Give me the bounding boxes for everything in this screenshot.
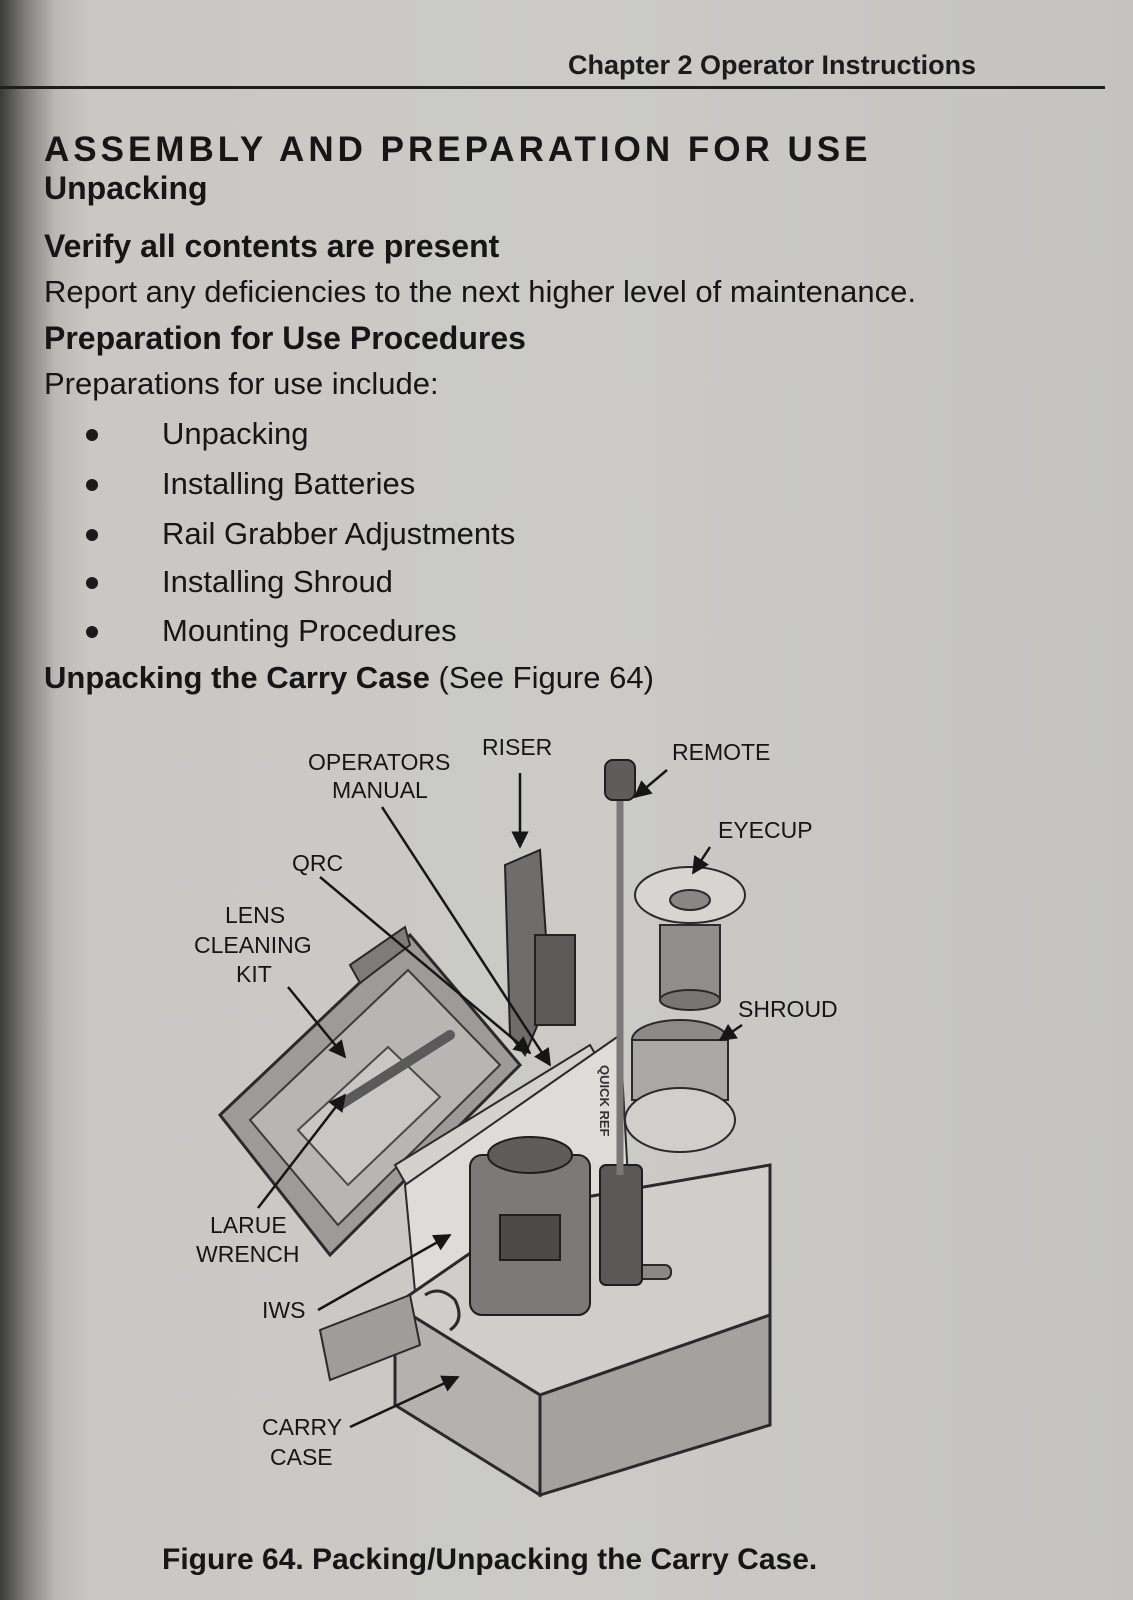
shroud-arrow — [718, 1023, 743, 1042]
list-item: Mounting Procedures — [162, 613, 457, 648]
lens-kit-label-3: KIT — [236, 961, 272, 987]
eyecup-part — [634, 866, 746, 1011]
report-text: Report any deficiencies to the next high… — [44, 274, 916, 309]
eyecup-label: EYECUP — [718, 817, 813, 843]
riser-part — [503, 848, 576, 1057]
lens-kit-arrow — [287, 986, 347, 1059]
carry-case-label-1: CARRY — [262, 1414, 342, 1440]
carry-case-heading: Unpacking the Carry Case — [44, 660, 430, 695]
bullet-dot — [86, 529, 98, 541]
section-title: ASSEMBLY AND PREPARATION FOR USE — [44, 130, 872, 169]
qrc-card-text: QUICK REF — [597, 1065, 612, 1137]
intro-text: Preparations for use include: — [44, 366, 439, 401]
operators-manual-label-1: OPERATORS — [308, 749, 450, 775]
bullet-dot — [86, 429, 98, 441]
lens-kit-label-2: CLEANING — [194, 932, 312, 958]
remote-label: REMOTE — [672, 739, 770, 765]
header-rule — [0, 86, 1105, 89]
leader-arrows — [257, 769, 743, 1429]
shroud-part — [624, 1019, 736, 1153]
carry-case-label-2: CASE — [270, 1444, 333, 1470]
case-lid — [217, 925, 523, 1258]
bullet-dot — [86, 626, 98, 638]
remote-arrow — [633, 769, 668, 799]
lens-kit-flap — [318, 1289, 461, 1382]
operators-manual-label-2: MANUAL — [332, 777, 428, 803]
larue-wrench-arrow — [257, 1093, 347, 1209]
remote-cable — [604, 759, 636, 1175]
carry-case-diagram: QUICK REF — [194, 735, 838, 1498]
carry-case-heading-line: Unpacking the Carry Case (See Figure 64) — [44, 660, 654, 696]
procedures-heading: Preparation for Use Procedures — [44, 320, 526, 356]
list-item: Installing Shroud — [162, 564, 393, 599]
carry-case-arrow — [349, 1375, 460, 1429]
larue-wrench-label-2: WRENCH — [196, 1241, 300, 1267]
larue-wrench-label-1: LARUE — [210, 1212, 287, 1238]
shroud-label: SHROUD — [738, 996, 838, 1022]
lens-kit-label-1: LENS — [225, 902, 285, 928]
qrc-arrow — [319, 876, 532, 1055]
qrc-label: QRC — [292, 850, 343, 876]
manual-arrow — [380, 806, 552, 1067]
list-item: Rail Grabber Adjustments — [162, 516, 516, 551]
bullet-dot — [86, 479, 98, 491]
eyecup-arrow — [691, 846, 712, 875]
list-item: Installing Batteries — [162, 466, 416, 501]
figure-reference: (See Figure 64) — [429, 660, 654, 695]
bullet-dot — [86, 577, 98, 589]
section-subtitle: Unpacking — [44, 170, 208, 206]
verify-heading: Verify all contents are present — [44, 228, 500, 264]
chapter-header: Chapter 2 Operator Instructions — [568, 50, 977, 80]
figure-caption: Figure 64. Packing/Unpacking the Carry C… — [162, 1543, 818, 1576]
iws-device — [469, 1136, 643, 1316]
iws-label: IWS — [262, 1297, 305, 1323]
iws-arrow — [317, 1233, 452, 1312]
list-item: Unpacking — [162, 416, 309, 451]
riser-label: RISER — [482, 735, 552, 760]
